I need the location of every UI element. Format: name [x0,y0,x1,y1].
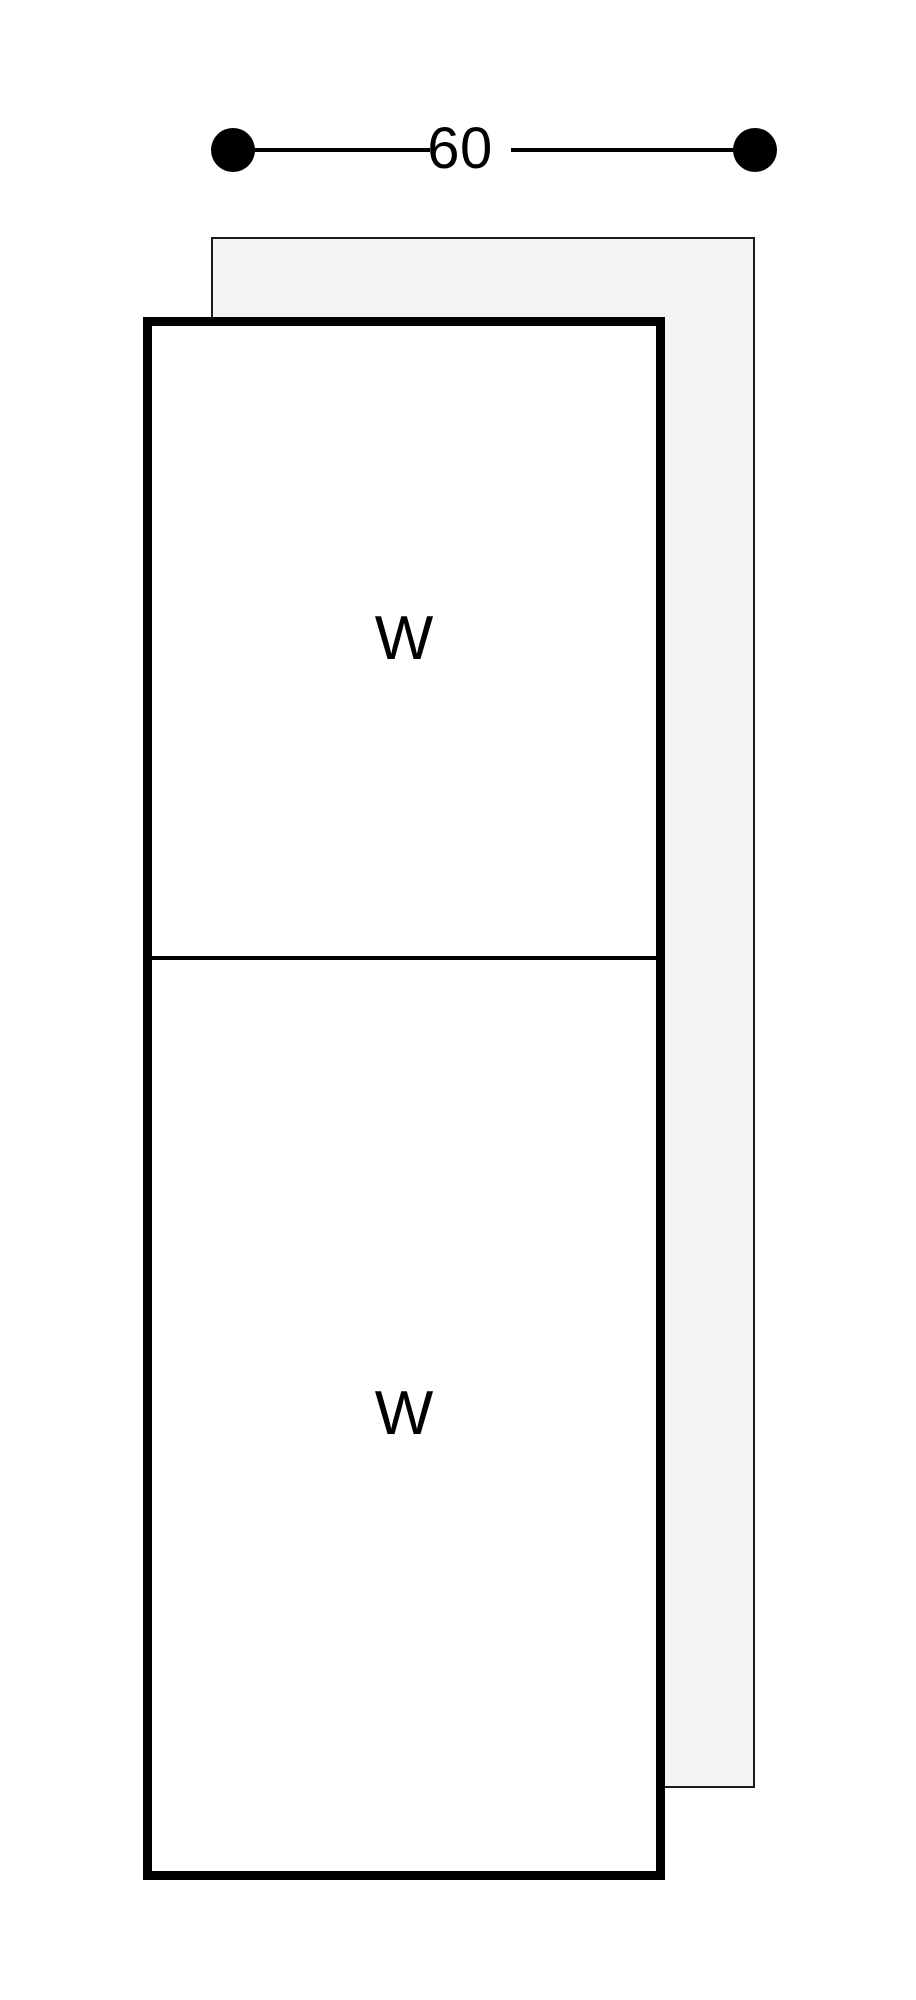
dimension-value-label: 60 [427,116,493,181]
compartment-upper[interactable]: W [152,326,656,956]
compartment-lower-label: W [374,1378,434,1448]
cabinet-front-unit[interactable]: W W [143,317,665,1880]
compartment-lower[interactable]: W [152,960,656,1871]
dimension-endpoint-dot-right[interactable] [733,128,777,172]
compartment-upper-label: W [374,604,434,673]
dimension-annotation: 60 [0,0,916,240]
dimension-endpoint-dot-left[interactable] [211,128,255,172]
shelf-divider-line [152,956,656,960]
dimension-line-left-segment [252,148,430,152]
dimension-line-right-segment [511,148,734,152]
